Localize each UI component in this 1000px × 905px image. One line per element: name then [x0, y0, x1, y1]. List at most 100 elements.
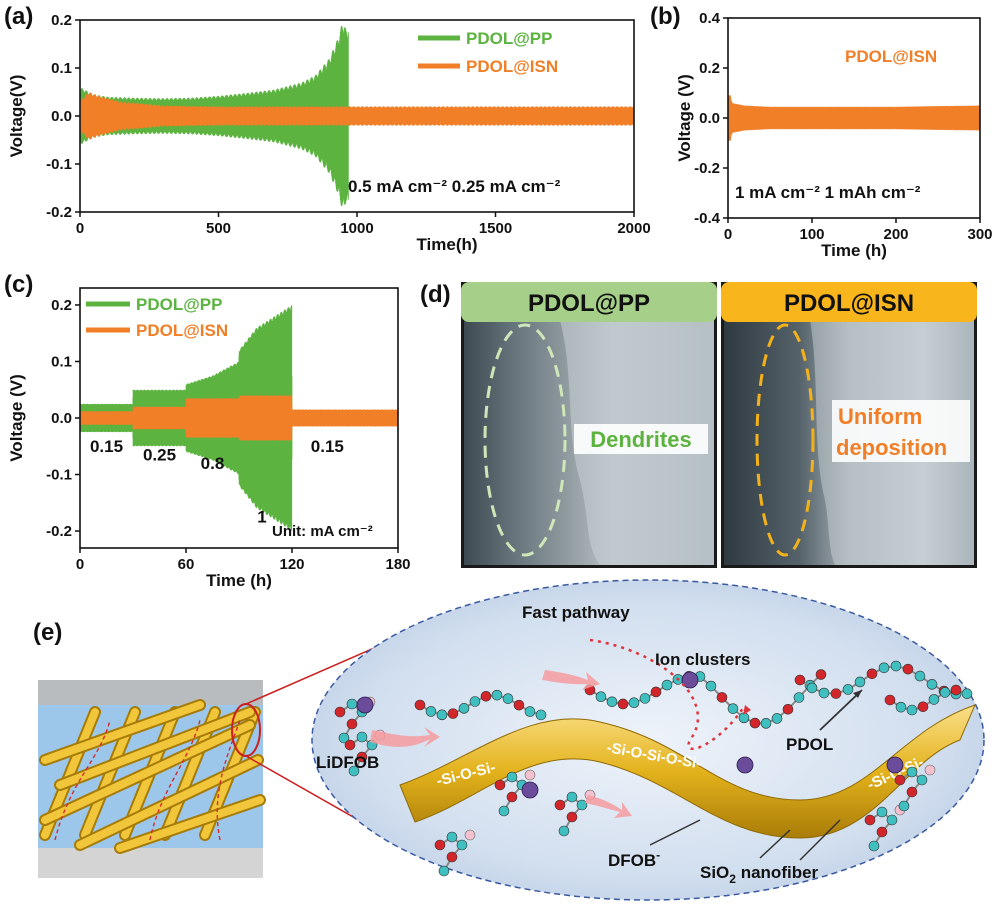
dfob-4-atom — [886, 814, 898, 826]
pdol-chain-4-atom — [939, 687, 951, 698]
title-bar-right — [721, 282, 977, 322]
dfob-5-atom — [894, 774, 906, 786]
dfob-5-atom — [906, 786, 918, 798]
y-tick-label: 0.0 — [51, 108, 72, 125]
dfob-4-atom — [876, 806, 888, 818]
x-tick-label: 2000 — [617, 220, 650, 237]
pdol-chain-4-atom — [961, 688, 973, 699]
sio2-arrow-2 — [799, 819, 841, 861]
pdol-chain-atom — [760, 718, 772, 729]
fiber — [41, 701, 204, 764]
rate-label: 0.8 — [201, 454, 225, 473]
dfob-1-atom — [356, 751, 368, 763]
y-axis-label: Voltage (V) — [7, 374, 26, 462]
legend-label: PDOL@ISN — [845, 47, 937, 66]
rate-label: 0.15 — [90, 437, 123, 456]
unit-label: Unit: mA cm⁻² — [272, 523, 373, 540]
legend-label: PDOL@ISN — [136, 321, 228, 340]
lithium-ion — [736, 756, 754, 774]
x-tick-label: 60 — [178, 556, 195, 573]
fiber — [41, 721, 254, 824]
pdol-chain-4-atom — [884, 694, 896, 706]
y-tick-label: 0.0 — [699, 110, 720, 127]
panel-e-schematic: -Si-O-Si- -Si-O-Si-O-Si- -Si-O-Si- Fast … — [38, 579, 985, 901]
pdol-chain-2-atom — [902, 663, 914, 675]
y-axis-label: Voltage (V) — [675, 74, 694, 162]
panel-label-a: (a) — [4, 3, 33, 30]
dfob-3-atom — [566, 811, 578, 823]
legend-label: PDOL@PP — [136, 295, 222, 314]
lithium-ion — [681, 671, 699, 689]
dfob-6-atom — [494, 779, 506, 791]
pdol-chain-3-atom — [480, 690, 492, 702]
pdol-chain-2-atom — [890, 660, 902, 672]
bottom-lithium — [38, 848, 263, 878]
y-tick-label: -0.2 — [46, 204, 72, 221]
pdol-chain-3-atom — [502, 693, 514, 704]
x-tick-label: 0 — [76, 556, 84, 573]
dfob-4-atom — [864, 814, 876, 826]
pdol-label: PDOL — [786, 735, 833, 754]
dfob-6-atom — [498, 805, 510, 817]
pdol-arrowhead — [853, 690, 862, 698]
dfob-2-atom — [446, 851, 458, 863]
y-tick-label: -0.2 — [46, 523, 72, 540]
pdol-chain-3-atom — [524, 706, 536, 717]
pink-arrow-3 — [585, 795, 632, 818]
pdol-chain-2-atom — [854, 676, 866, 688]
y-tick-label: 0.1 — [51, 60, 72, 77]
fast-pathway-label: Fast pathway — [522, 603, 630, 622]
pdol-chain-atom — [705, 680, 717, 692]
dfob-6-atom — [506, 791, 518, 803]
pdol-chain-atom — [617, 698, 629, 710]
dendrites-label: Dendrites — [590, 427, 691, 452]
legend-label: PDOL@ISN — [466, 57, 558, 76]
y-tick-label: 0.0 — [51, 410, 72, 427]
dfob-2-atom — [446, 831, 458, 843]
pink-arrow-1 — [370, 727, 440, 747]
pdol-chain-atom — [782, 703, 794, 715]
series-pdol-isn — [727, 95, 981, 141]
x-tick-label: 200 — [883, 226, 908, 243]
pdol-chain-atom — [749, 717, 761, 729]
lidfob-label: LiDFOB — [316, 753, 379, 772]
annotation: 0.5 mA cm⁻² 0.25 mA cm⁻² — [348, 177, 561, 196]
ion-path — [216, 719, 241, 841]
x-tick-label: 180 — [385, 556, 410, 573]
pdol-chain-2-atom — [866, 668, 878, 680]
sio2-nanofiber — [399, 704, 976, 839]
pink-arrow-2 — [542, 670, 600, 690]
pdol-chain-3-atom — [491, 689, 503, 701]
x-tick-label: 500 — [206, 220, 231, 237]
fiber — [116, 796, 264, 852]
pdol-chain-atom — [595, 691, 607, 703]
uniform-label-bg — [832, 400, 970, 462]
pdol-chain-2-atom — [818, 687, 830, 699]
y-tick-label: -0.1 — [46, 467, 72, 484]
fast-pathway-arrowhead — [743, 705, 751, 715]
y-tick-label: -0.4 — [694, 210, 721, 227]
y-axis-label: Voltage(V) — [7, 75, 26, 158]
dfob-6-atom — [506, 771, 518, 783]
dfob-2-atom — [438, 865, 450, 877]
sio2-label: SiO2 nanofiber — [700, 863, 819, 886]
title-right: PDOL@ISN — [784, 290, 914, 317]
dfob-5-atom — [906, 766, 918, 778]
pdol-chain-3-atom — [436, 709, 448, 721]
pdol-chain-atom — [716, 692, 728, 703]
dfob-3-atom — [554, 799, 566, 811]
ion-path — [149, 719, 201, 841]
dfob-4-atom — [868, 840, 880, 852]
dfob-3-atom — [576, 799, 588, 811]
dfob-0-atom — [338, 732, 350, 744]
x-tick-label: 300 — [967, 226, 992, 243]
pdol-chain-atom — [606, 696, 618, 708]
pdol-chain-2-atom — [830, 688, 842, 699]
pdol-chain-atom — [650, 686, 662, 698]
pdol-chain-2-atom — [914, 670, 926, 682]
y-tick-label: -0.1 — [46, 156, 72, 173]
pdol-chain-4-atom — [895, 701, 907, 713]
y-tick-label: -0.2 — [694, 160, 720, 177]
